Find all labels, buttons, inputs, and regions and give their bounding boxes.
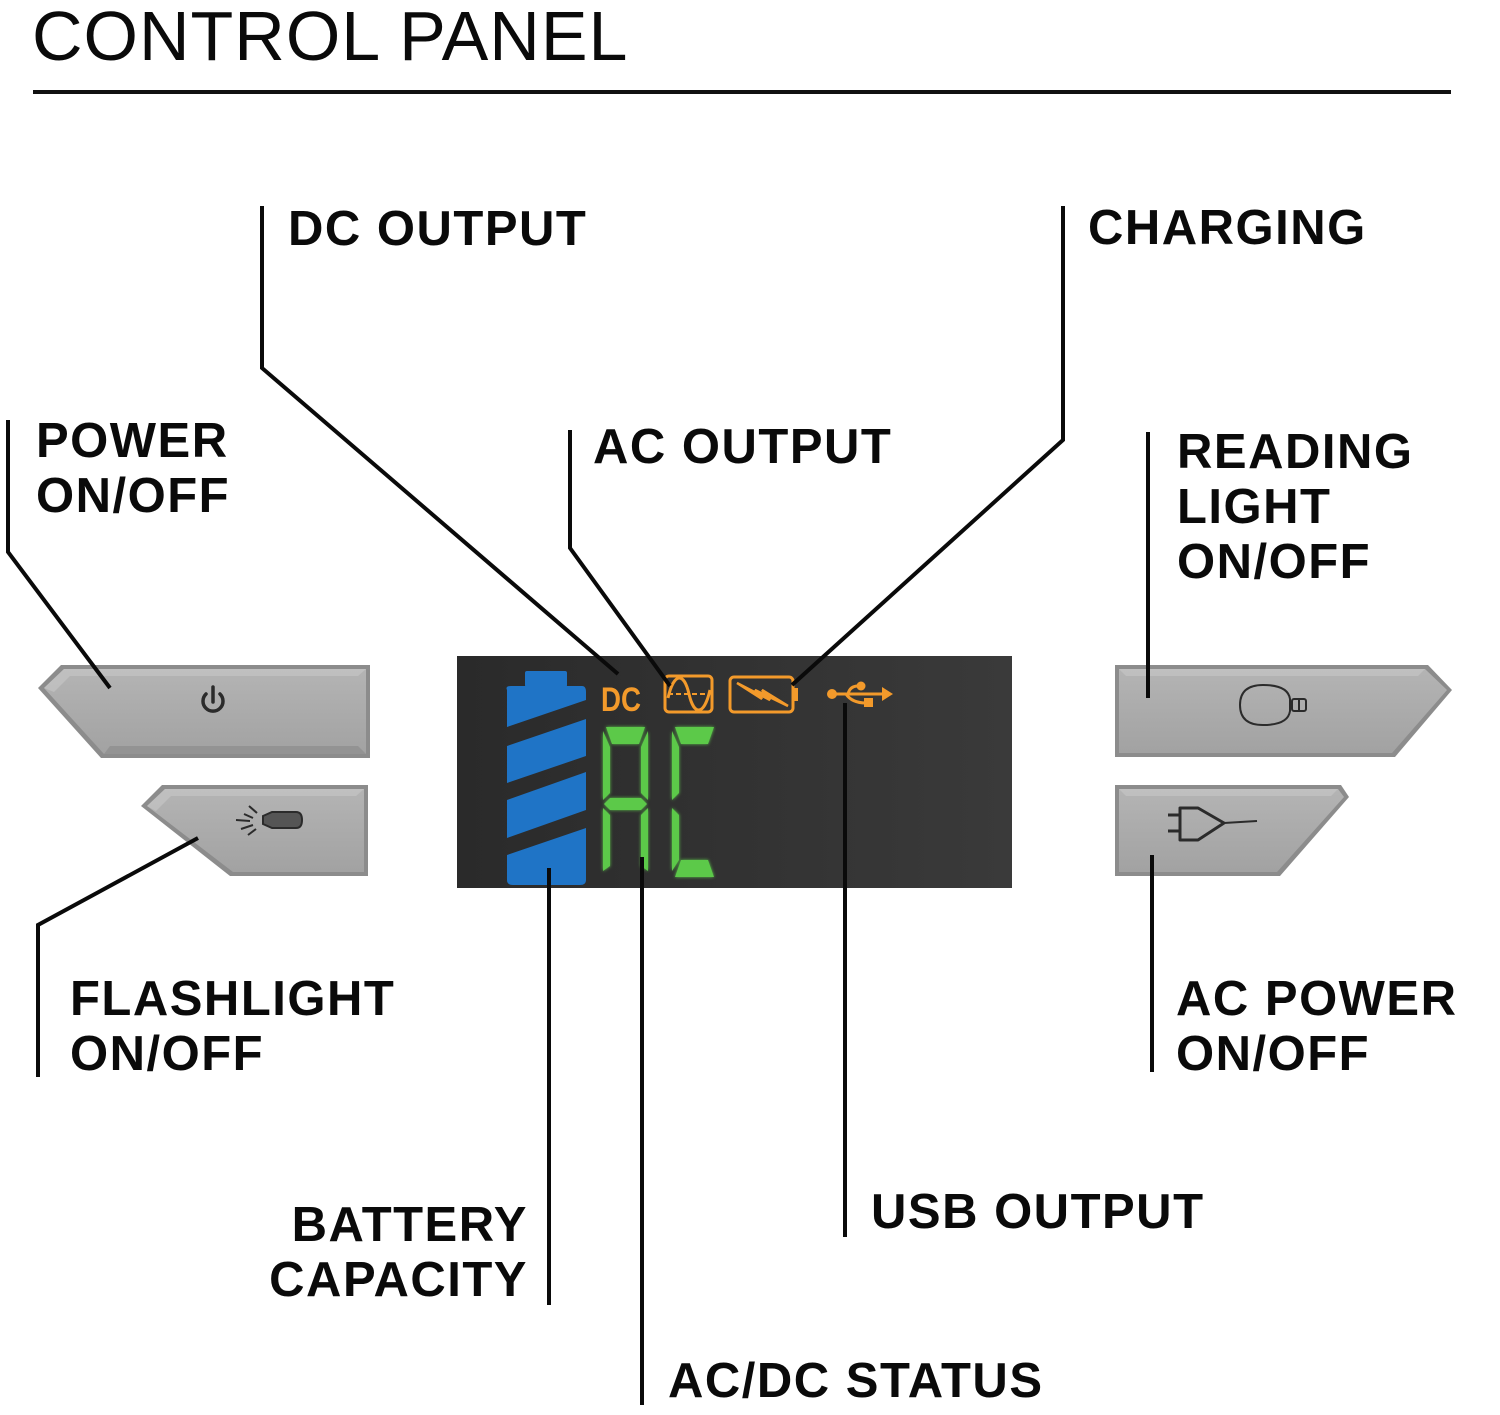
battery-capacity-icon bbox=[506, 671, 586, 885]
segment-digit-a bbox=[603, 727, 648, 871]
leader-power bbox=[6, 420, 112, 690]
label-battery-capacity: BATTERY CAPACITY bbox=[269, 1198, 528, 1307]
flashlight-button[interactable] bbox=[141, 785, 368, 876]
battery-bar-4 bbox=[506, 686, 586, 727]
battery-terminal bbox=[525, 671, 567, 687]
leader-charging bbox=[790, 206, 1065, 687]
label-reading-light-on-off: READING LIGHT ON/OFF bbox=[1177, 425, 1414, 589]
title-divider bbox=[33, 90, 1451, 94]
usb-icon bbox=[827, 681, 893, 707]
reading-light-button[interactable] bbox=[1115, 665, 1452, 757]
acdc-status-readout bbox=[603, 727, 714, 877]
label-ac-output: AC OUTPUT bbox=[593, 420, 893, 474]
label-flashlight-on-off: FLASHLIGHT ON/OFF bbox=[70, 972, 396, 1081]
ac-power-button[interactable] bbox=[1115, 785, 1349, 876]
flashlight-icon bbox=[235, 805, 304, 836]
battery-bar-1 bbox=[507, 828, 586, 885]
label-power-on-off: POWER ON/OFF bbox=[36, 414, 231, 523]
lcd-display: DC bbox=[457, 656, 1012, 888]
segment-digit-c bbox=[672, 727, 714, 877]
page-title: CONTROL PANEL bbox=[32, 0, 629, 75]
battery-bar-3 bbox=[507, 719, 586, 783]
power-button[interactable] bbox=[38, 665, 370, 758]
label-acdc-status: AC/DC STATUS bbox=[668, 1354, 1044, 1408]
dc-indicator: DC bbox=[601, 681, 641, 719]
charging-battery-bolt-icon bbox=[728, 675, 798, 714]
light-bulb-icon bbox=[1238, 683, 1307, 727]
leader-dc-output bbox=[260, 206, 620, 676]
leader-flashlight bbox=[36, 836, 199, 1077]
label-charging: CHARGING bbox=[1088, 201, 1367, 255]
leader-ac-output bbox=[568, 430, 672, 688]
power-icon bbox=[201, 685, 225, 713]
label-usb-output: USB OUTPUT bbox=[871, 1185, 1205, 1239]
ac-sine-wave-icon bbox=[663, 674, 714, 714]
label-dc-output: DC OUTPUT bbox=[288, 202, 588, 256]
plug-icon bbox=[1168, 806, 1258, 842]
battery-bar-2 bbox=[507, 772, 586, 838]
label-ac-power-on-off: AC POWER ON/OFF bbox=[1176, 972, 1458, 1081]
